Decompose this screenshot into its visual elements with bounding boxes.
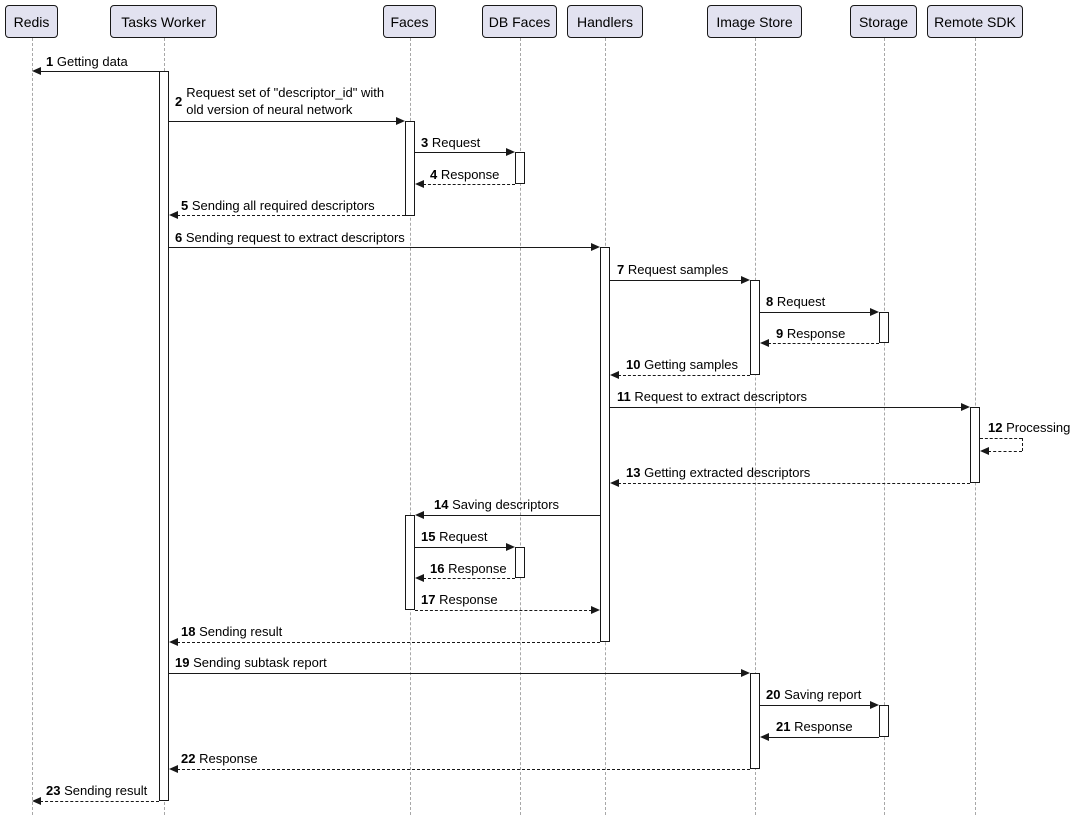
message-4-arrowhead-icon: [414, 180, 424, 188]
message-22-label: 22 Response: [181, 751, 258, 766]
message-15-arrowhead-icon: [505, 543, 515, 551]
message-20-line: [759, 705, 871, 706]
lifeline-storage: [883, 38, 885, 815]
message-23-label: 23 Sending result: [46, 783, 148, 798]
message-5-label: 5 Sending all required descriptors: [181, 198, 375, 213]
message-19-line: [168, 673, 742, 674]
activation-bar-image-store: [749, 673, 760, 769]
participant-redis: Redis: [5, 5, 58, 38]
activation-bar-db-faces: [514, 152, 525, 184]
participant-db-faces: DB Faces: [482, 5, 557, 38]
message-21-arrowhead-icon: [759, 733, 769, 741]
message-10-label: 10 Getting samples: [626, 357, 739, 372]
message-1-line: [39, 71, 159, 72]
message-15-line: [414, 547, 507, 548]
message-12-line-side: [1022, 438, 1023, 451]
activation-bar-tasks-worker: [158, 71, 169, 801]
message-4-label: 4 Response: [430, 167, 500, 182]
message-8-label: 8 Request: [766, 294, 826, 309]
message-1-label: 1 Getting data: [46, 54, 128, 69]
participant-handlers: Handlers: [567, 5, 643, 38]
activation-bar-image-store: [749, 280, 760, 375]
message-1-arrowhead-icon: [31, 67, 41, 75]
lifeline-image-store: [754, 38, 756, 815]
activation-bar-storage: [878, 312, 889, 343]
message-3-line: [414, 152, 507, 153]
message-22-arrowhead-icon: [168, 765, 178, 773]
message-13-arrowhead-icon: [610, 479, 619, 487]
message-14-line: [422, 515, 600, 516]
message-23-arrowhead-icon: [31, 797, 41, 805]
message-5-line: [176, 215, 405, 216]
activation-bar-faces: [404, 515, 415, 610]
participant-image-store: Image Store: [707, 5, 802, 38]
message-23-line: [39, 801, 159, 802]
message-16-label: 16 Response: [430, 561, 507, 576]
message-11-arrowhead-icon: [960, 403, 970, 411]
message-3-arrowhead-icon: [505, 148, 515, 156]
message-14-arrowhead-icon: [414, 511, 424, 519]
message-9-label: 9 Response: [776, 326, 846, 341]
activation-bar-faces: [404, 121, 415, 216]
activation-bar-handlers: [600, 247, 610, 642]
message-10-arrowhead-icon: [610, 371, 619, 379]
message-19-arrowhead-icon: [740, 669, 750, 677]
message-16-line: [422, 578, 515, 579]
message-12-label: 12 Processing: [988, 420, 1071, 435]
message-18-arrowhead-icon: [168, 638, 178, 646]
message-11-line: [610, 407, 962, 408]
message-7-label: 7 Request samples: [617, 262, 729, 277]
message-12-line-top: [979, 438, 1022, 439]
lifeline-faces: [409, 38, 411, 815]
message-16-arrowhead-icon: [414, 574, 424, 582]
activation-bar-remote-sdk: [969, 407, 980, 483]
message-2-arrowhead-icon: [395, 117, 405, 125]
message-6-arrowhead-icon: [591, 243, 600, 251]
message-21-line: [767, 737, 879, 738]
message-22-line: [176, 769, 750, 770]
message-5-arrowhead-icon: [168, 211, 178, 219]
message-9-line: [767, 343, 879, 344]
activation-bar-storage: [878, 705, 889, 737]
message-20-label: 20 Saving report: [766, 687, 862, 702]
participant-faces: Faces: [383, 5, 436, 38]
message-4-line: [422, 184, 515, 185]
message-7-arrowhead-icon: [740, 276, 750, 284]
message-15-label: 15 Request: [421, 529, 488, 544]
participant-tasks-worker: Tasks Worker: [110, 5, 217, 38]
message-10-line: [618, 375, 750, 376]
lifeline-db-faces: [519, 38, 521, 815]
message-6-line: [168, 247, 592, 248]
message-20-arrowhead-icon: [869, 701, 879, 709]
message-2-line: [168, 121, 397, 122]
message-17-arrowhead-icon: [591, 606, 600, 614]
message-7-line: [610, 280, 742, 281]
lifeline-redis: [31, 38, 33, 815]
message-19-label: 19 Sending subtask report: [175, 655, 327, 670]
message-13-label: 13 Getting extracted descriptors: [626, 465, 811, 480]
message-12-line-bottom: [987, 451, 1022, 452]
message-11-label: 11 Request to extract descriptors: [617, 389, 808, 404]
message-21-label: 21 Response: [776, 719, 853, 734]
message-12-arrowhead-icon: [979, 447, 989, 455]
participant-storage: Storage: [850, 5, 917, 38]
message-14-label: 14 Saving descriptors: [434, 497, 560, 512]
message-17-label: 17 Response: [421, 592, 498, 607]
message-8-line: [759, 312, 871, 313]
message-17-line: [414, 610, 592, 611]
message-6-label: 6 Sending request to extract descriptors: [175, 230, 405, 245]
participant-remote-sdk: Remote SDK: [927, 5, 1023, 38]
message-3-label: 3 Request: [421, 135, 481, 150]
message-18-line: [176, 642, 600, 643]
message-9-arrowhead-icon: [759, 339, 769, 347]
message-8-arrowhead-icon: [869, 308, 879, 316]
message-13-line: [618, 483, 970, 484]
activation-bar-db-faces: [514, 547, 525, 578]
message-18-label: 18 Sending result: [181, 624, 283, 639]
